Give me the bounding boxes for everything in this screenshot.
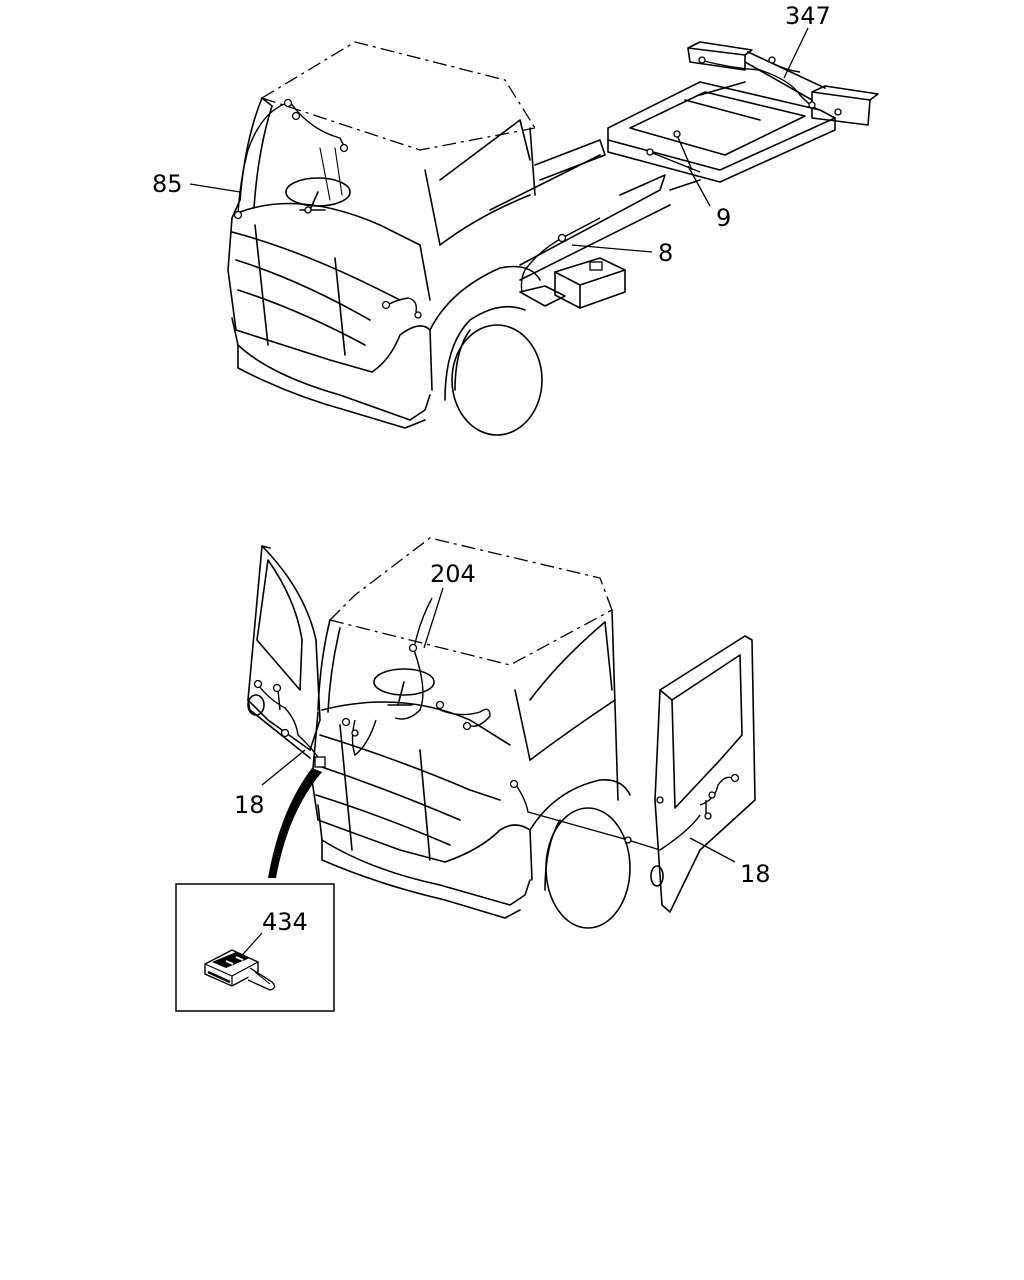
- leader-18-left: [261, 749, 306, 786]
- bottom-callouts: 204 18 18: [234, 560, 771, 888]
- detail-box: [175, 883, 335, 1012]
- bottom-cab-illustration: [247, 537, 756, 929]
- leader-8: [571, 244, 653, 253]
- connector-icon: [204, 949, 276, 991]
- label-85: 85: [152, 170, 183, 198]
- label-204: 204: [430, 560, 476, 588]
- leader-9: [687, 165, 711, 207]
- label-18-right: 18: [740, 860, 771, 888]
- leader-347: [783, 27, 809, 79]
- detail-box-connector: 434: [175, 883, 335, 1012]
- label-9: 9: [716, 204, 731, 232]
- top-callouts: 347 85 9 8: [152, 2, 831, 267]
- label-434: 434: [262, 908, 308, 936]
- label-8: 8: [658, 239, 673, 267]
- label-18-left: 18: [234, 791, 265, 819]
- top-truck-illustration: [227, 41, 879, 436]
- label-347: 347: [785, 2, 831, 30]
- detail-callout-arrow: [268, 768, 322, 878]
- leader-85: [189, 183, 241, 193]
- leader-204: [423, 587, 444, 649]
- leader-18-right: [689, 837, 736, 863]
